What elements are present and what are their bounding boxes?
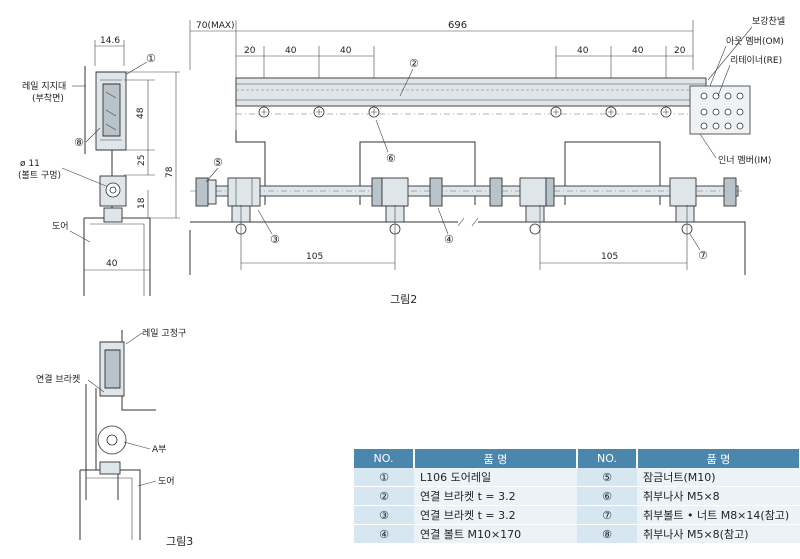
- callout-8: ⑧: [74, 136, 84, 149]
- part-no: ⑦: [577, 505, 637, 525]
- label-retainer: 리테이너(RE): [730, 55, 782, 66]
- figure-2: 70(MAX) 696 20 40 40 40 40 20: [189, 15, 785, 306]
- dim-top-40a: 40: [285, 46, 297, 56]
- header-no-1: NO.: [354, 449, 415, 468]
- part-name: L106 도어레일: [414, 468, 577, 487]
- part-no: ②: [354, 486, 414, 506]
- dim-pitch-right: 105: [601, 252, 618, 262]
- label-reinforce-channel: 보강찬넬: [752, 15, 785, 27]
- dim-25: 25: [137, 155, 147, 166]
- label-rail-fixture: 레일 고정구: [142, 328, 186, 339]
- header-name-1: 품 명: [414, 449, 578, 468]
- dim-overall: 696: [448, 20, 467, 31]
- label-bolt-dia: ø 11: [20, 159, 40, 169]
- dim-top-20a: 20: [244, 46, 256, 56]
- parts-table-header: NO. 품 명 NO. 품 명: [354, 449, 800, 468]
- ball-retainer: [689, 85, 751, 135]
- label-part-a: A부: [152, 444, 166, 455]
- figure-side-section: 14.6 ① 48 25 18 78 40: [18, 36, 180, 296]
- part-no: ⑥: [577, 486, 637, 506]
- callout-5: ⑤: [213, 156, 223, 169]
- rail-screw-holes: [258, 106, 672, 118]
- part-name: 연결 브라켓 t = 3.2: [414, 505, 577, 525]
- figure-3-caption: 그림3: [166, 535, 193, 548]
- table-row: ① L106 도어레일 ⑤ 잠금너트(M10): [354, 468, 800, 487]
- part-no: ⑤: [577, 468, 637, 487]
- callout-1: ①: [146, 52, 156, 65]
- parts-table: NO. 품 명 NO. 품 명 ① L106 도어레일 ⑤ 잠금너트(M10) …: [354, 449, 800, 544]
- part-no: ⑧: [577, 524, 637, 544]
- dim-pitch-left: 105: [306, 252, 323, 262]
- callout-6: ⑥: [386, 152, 396, 165]
- part-name: 취부나사 M5×8(참고): [637, 524, 800, 544]
- bracket-nut-groups: [195, 177, 737, 223]
- part-name: 취부볼트 • 너트 M8×14(참고): [637, 505, 800, 525]
- label-door-fig3: 도어: [158, 476, 175, 487]
- table-row: ④ 연결 볼트 M10×170 ⑧ 취부나사 M5×8(참고): [354, 524, 800, 544]
- label-inner-member: 인너 멤버(IM): [718, 155, 771, 166]
- dim-top-40d: 40: [632, 46, 644, 56]
- label-rail-support: 레일 지지대: [22, 81, 66, 92]
- header-no-2: NO.: [577, 449, 638, 468]
- part-name: 잠금너트(M10): [637, 468, 800, 487]
- part-no: ④: [354, 524, 414, 544]
- label-bolt-hole: (볼트 구멍): [18, 170, 61, 181]
- table-row: ② 연결 브라켓 t = 3.2 ⑥ 취부나사 M5×8: [354, 486, 800, 506]
- dim-max: 70(MAX): [196, 21, 235, 31]
- label-mount-face: (부착면): [32, 93, 64, 104]
- rail-body: [235, 77, 707, 107]
- dim-78: 78: [165, 166, 175, 178]
- mounting-bolts-below: [235, 205, 693, 270]
- part-name: 취부나사 M5×8: [637, 486, 800, 506]
- part-name: 연결 볼트 M10×170: [414, 524, 577, 544]
- callout-3: ③: [270, 233, 280, 246]
- figure-2-caption: 그림2: [390, 293, 417, 306]
- dim-40: 40: [106, 259, 118, 269]
- part-no: ①: [354, 468, 414, 487]
- label-door: 도어: [52, 221, 69, 232]
- callout-2: ②: [409, 57, 419, 70]
- dim-top-20b: 20: [674, 46, 686, 56]
- figure-3: 레일 고정구 연결 브라켓 A부 도어 그림3: [36, 328, 193, 548]
- dim-48: 48: [136, 107, 146, 119]
- table-row: ③ 연결 브라켓 t = 3.2 ⑦ 취부볼트 • 너트 M8×14(참고): [354, 505, 800, 525]
- callout-4: ④: [444, 233, 454, 246]
- label-bracket: 연결 브라켓: [36, 374, 80, 385]
- callout-7: ⑦: [698, 249, 708, 262]
- part-no: ③: [354, 505, 414, 525]
- dim-top-40c: 40: [577, 46, 589, 56]
- header-name-2: 품 명: [637, 449, 800, 468]
- label-outer-member: 아웃 멤버(OM): [726, 36, 784, 47]
- dim-top-40b: 40: [340, 46, 352, 56]
- dim-18: 18: [137, 197, 147, 209]
- dim-width-top: 14.6: [100, 36, 120, 46]
- part-name: 연결 브라켓 t = 3.2: [414, 486, 577, 506]
